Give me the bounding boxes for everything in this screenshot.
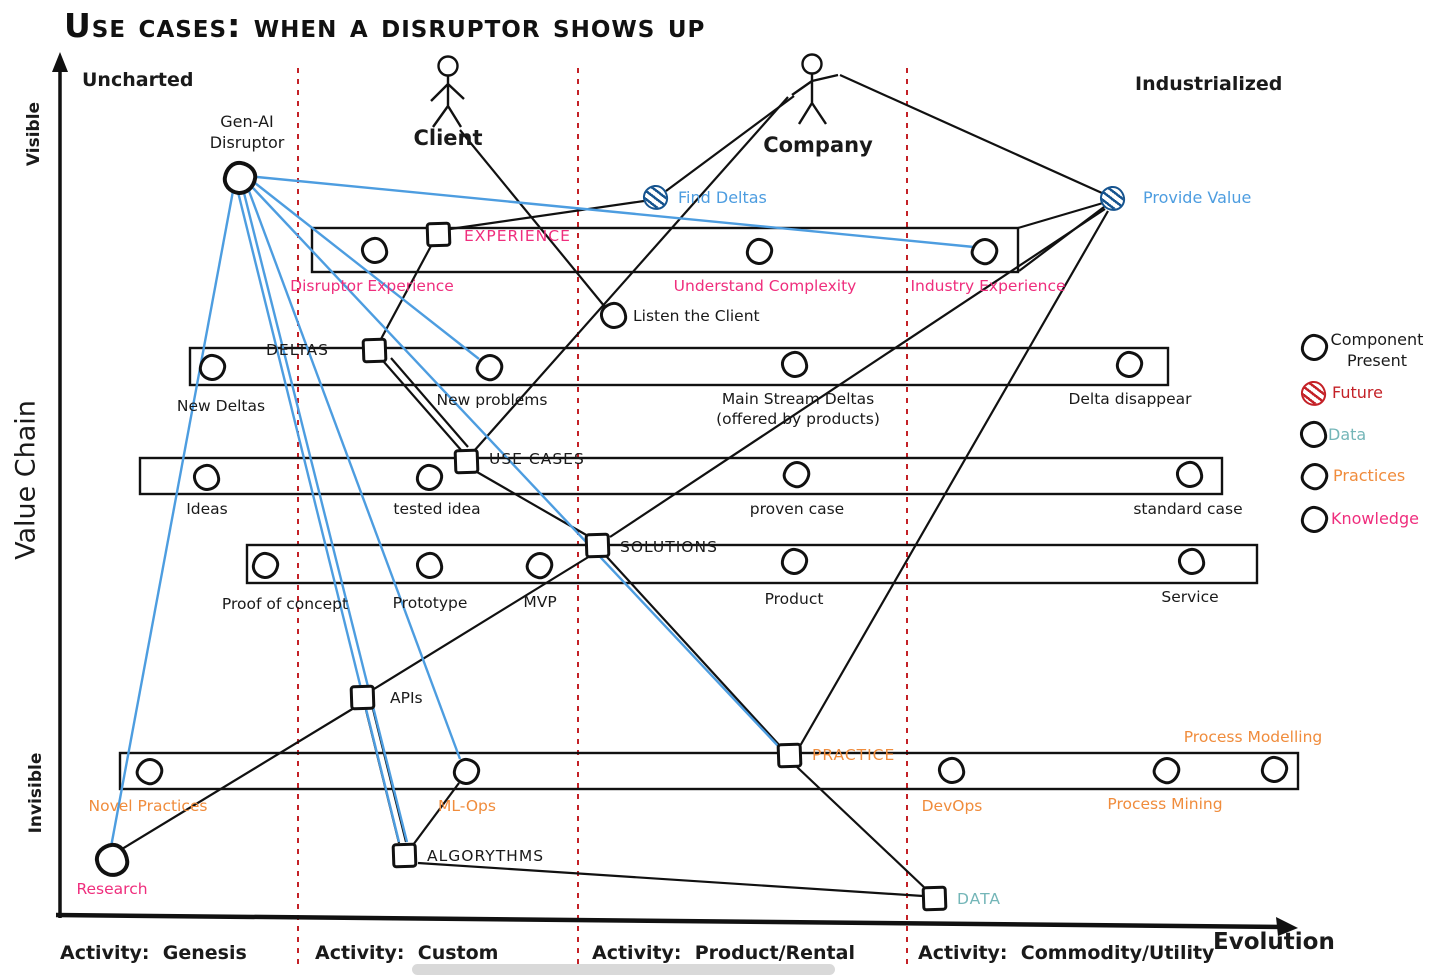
- find-deltas-label: Find Deltas: [678, 188, 767, 207]
- practice-label: PRACTICE: [812, 746, 896, 764]
- client-stick-figure: [430, 55, 465, 128]
- service-label: Service: [1161, 588, 1219, 606]
- practice-row-box: [118, 751, 1300, 791]
- apis-node[interactable]: [349, 684, 376, 711]
- company-label: Company: [763, 133, 873, 157]
- use-cases-row-box: [138, 456, 1224, 496]
- company-stick-figure: [791, 53, 839, 125]
- research-label: Research: [76, 880, 148, 898]
- evolution-axis-label: Evolution: [1213, 929, 1335, 955]
- solutions-row-box: [245, 543, 1259, 585]
- algorythms-label: ALGORYTHMS: [427, 847, 545, 865]
- stage-product-rental-label: Activity: Product/Rental: [592, 942, 855, 964]
- algorythms-node[interactable]: [391, 842, 418, 869]
- experience-node[interactable]: [425, 221, 452, 248]
- legend-practices-label: Practices: [1333, 466, 1406, 485]
- deltas-label: DELTAS: [266, 341, 329, 359]
- deltas-row-box: [188, 346, 1170, 387]
- understand-complexity-label: Understand Complexity: [673, 277, 857, 295]
- mvp-label: MVP: [523, 593, 557, 611]
- stage-commodity-utility-label: Activity: Commodity/Utility: [918, 942, 1215, 964]
- solutions-label: SOLUTIONS: [620, 538, 718, 556]
- client-label: Client: [413, 126, 483, 150]
- listen-the-client-label: Listen the Client: [633, 307, 760, 325]
- horizontal-scrollbar[interactable]: [412, 964, 835, 975]
- provide-value-label: Provide Value: [1143, 188, 1252, 207]
- devops-label: DevOps: [921, 797, 983, 815]
- gen-ai-disruptor-label: Gen-AI Disruptor: [209, 112, 285, 152]
- tested-idea-label: tested idea: [393, 500, 481, 518]
- use-cases-node[interactable]: [453, 448, 480, 475]
- standard-case-label: standard case: [1133, 500, 1243, 518]
- disruptor-edges: [109, 175, 975, 848]
- main-stream-deltas-label: Main Stream Deltas (offered by products): [716, 390, 880, 429]
- stage-divider-lines: [297, 68, 908, 968]
- product-label: Product: [764, 590, 824, 608]
- process-mining-label: Process Mining: [1107, 795, 1223, 813]
- use-cases-label: USE CASES: [489, 450, 585, 468]
- experience-label: EXPERIENCE: [464, 227, 571, 245]
- new-problems-label: New problems: [436, 391, 548, 409]
- stage-custom-label: Activity: Custom: [315, 942, 499, 964]
- legend-data-label: Data: [1328, 425, 1367, 444]
- prototype-label: Prototype: [392, 594, 468, 612]
- deltas-node[interactable]: [361, 337, 388, 364]
- delta-disappear-label: Delta disappear: [1068, 390, 1192, 408]
- legend-future-label: Future: [1332, 383, 1383, 402]
- page-title: Use cases: when a disruptor shows up: [64, 6, 706, 45]
- visible-axis-label: Visible: [23, 101, 44, 167]
- industrialized-label: Industrialized: [1135, 73, 1283, 95]
- stage-genesis-label: Activity: Genesis: [60, 942, 247, 964]
- process-modelling-label: Process Modelling: [1183, 728, 1323, 746]
- data-node[interactable]: [921, 885, 948, 912]
- proven-case-label: proven case: [749, 500, 845, 518]
- novel-practices-label: Novel Practices: [88, 797, 208, 815]
- legend-knowledge-label: Knowledge: [1331, 509, 1419, 528]
- ml-ops-label: ML-Ops: [438, 797, 496, 815]
- new-deltas-label: New Deltas: [176, 397, 266, 415]
- apis-label: APIs: [390, 689, 423, 707]
- practice-node[interactable]: [776, 742, 803, 769]
- value-chain-axis-label: Value Chain: [10, 400, 42, 560]
- industry-experience-label: Industry Experience: [910, 277, 1066, 295]
- disruptor-experience-label: Disruptor Experience: [290, 277, 454, 295]
- solutions-node[interactable]: [584, 532, 611, 559]
- ideas-label: Ideas: [186, 500, 228, 518]
- uncharted-label: Uncharted: [82, 69, 194, 91]
- evolution-axis: [55, 912, 1298, 936]
- legend-component-present-label: Component Present: [1330, 330, 1424, 370]
- value-chain-axis: [52, 52, 68, 918]
- data-label: DATA: [957, 890, 1001, 908]
- invisible-axis-label: Invisible: [25, 752, 46, 834]
- proof-of-concept-label: Proof of concept: [221, 595, 349, 613]
